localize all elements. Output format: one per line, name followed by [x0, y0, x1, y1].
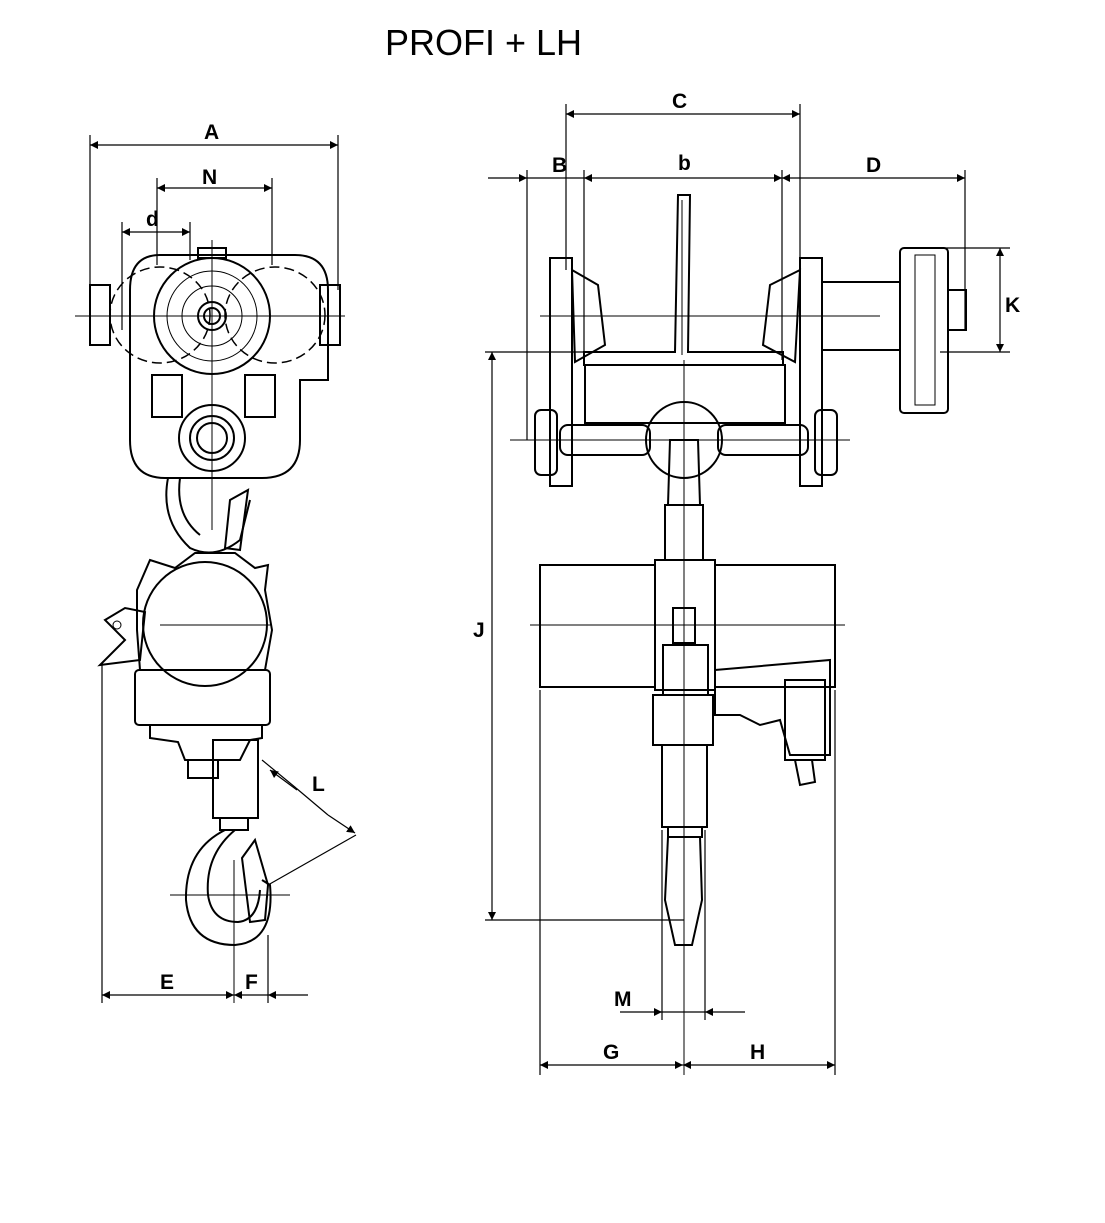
dim-label-J: J	[473, 619, 485, 642]
dim-label-C: C	[672, 90, 687, 113]
side-view	[75, 240, 345, 1003]
dim-label-b: b	[678, 152, 691, 175]
dim-label-F: F	[245, 971, 258, 994]
dim-label-K: K	[1005, 294, 1020, 317]
drawing-title: PROFI + LH	[385, 22, 582, 63]
dim-label-L: L	[312, 773, 325, 796]
side-view-dimensions: A N d E F L	[89, 121, 357, 1003]
dim-label-B: B	[552, 154, 567, 177]
dim-label-A: A	[204, 121, 219, 144]
dim-label-D: D	[866, 154, 881, 177]
dim-label-M: M	[614, 988, 632, 1011]
dim-label-E: E	[160, 971, 174, 994]
dim-label-G: G	[603, 1041, 619, 1064]
front-view-dimensions: C B b D K J M G H	[473, 90, 1020, 1075]
front-view	[510, 194, 967, 1075]
dim-label-N: N	[202, 166, 217, 189]
dim-label-d: d	[146, 208, 159, 231]
dim-label-H: H	[750, 1041, 765, 1064]
